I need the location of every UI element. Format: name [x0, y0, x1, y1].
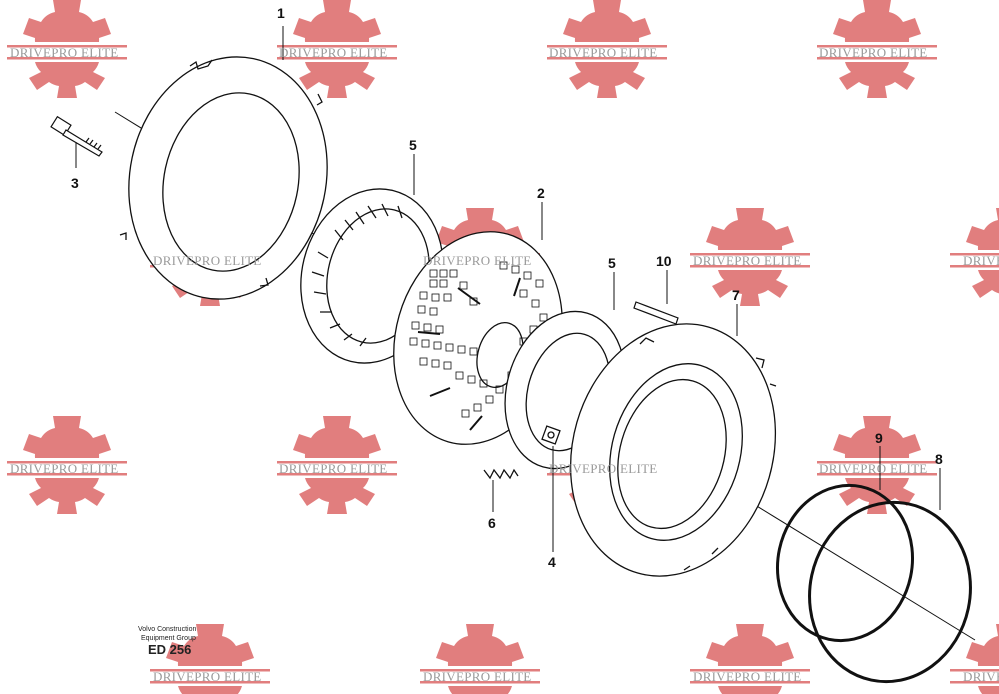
spring-part-6	[483, 468, 519, 480]
o-ring-part-8	[808, 500, 972, 684]
bolt-part-3	[50, 115, 103, 157]
watermark-text: DRIVEPRO ELITE	[549, 461, 658, 476]
watermark-text: DRIVEPRO ELITE	[423, 253, 532, 268]
watermark-text: DRIVEPRO ELITE	[153, 253, 262, 268]
watermark-text: DRIVEPRO ELITE	[153, 669, 262, 684]
callout-10: 10	[656, 253, 672, 269]
watermark-text: DRIVEPRO ELITE	[279, 461, 388, 476]
pin-part-10	[633, 301, 679, 325]
watermark-text: DRIVEPRO ELITE	[693, 253, 802, 268]
watermark-text: DRIVEPRO ELITE	[693, 669, 802, 684]
callout-7: 7	[732, 287, 740, 303]
callout-3: 3	[71, 175, 79, 191]
watermark-text: DRIVEPRO ELITE	[963, 253, 999, 268]
watermark-text-layer: DRIVEPRO ELITE DRIVEPRO ELITE DRIVEPRO E…	[10, 45, 999, 684]
callout-5-upper: 5	[409, 137, 417, 153]
callouts: 1 2 3 4 5 5 6 7 8 9 10	[71, 5, 943, 570]
callout-5-lower: 5	[608, 255, 616, 271]
caption-code: ED 256	[148, 642, 191, 657]
caption-line-1: Volvo Construction	[138, 626, 196, 633]
piston-part-7	[569, 323, 777, 577]
callout-9: 9	[875, 430, 883, 446]
leader-lines	[75, 26, 941, 552]
watermark-text: DRIVEPRO ELITE	[819, 461, 928, 476]
o-ring-part-9	[775, 483, 915, 643]
watermark-text: DRIVEPRO ELITE	[10, 45, 119, 60]
watermark-text: DRIVEPRO ELITE	[279, 45, 388, 60]
watermark-text: DRIVEPRO ELITE	[423, 669, 532, 684]
nut-part-4	[541, 425, 561, 445]
callout-8: 8	[935, 451, 943, 467]
caption-line-2: Equipment Group	[141, 635, 196, 642]
watermark-text: DRIVEPRO ELITE	[10, 461, 119, 476]
caption: Volvo Construction Equipment Group ED 25…	[138, 626, 196, 657]
callout-6: 6	[488, 515, 496, 531]
watermark-text: DRIVEPRO ELITE	[963, 669, 999, 684]
watermark-text: DRIVEPRO ELITE	[819, 45, 928, 60]
disc-part-1	[119, 56, 328, 300]
callout-2: 2	[537, 185, 545, 201]
callout-4: 4	[548, 554, 556, 570]
watermark-text: DRIVEPRO ELITE	[549, 45, 658, 60]
callout-1: 1	[277, 5, 285, 21]
